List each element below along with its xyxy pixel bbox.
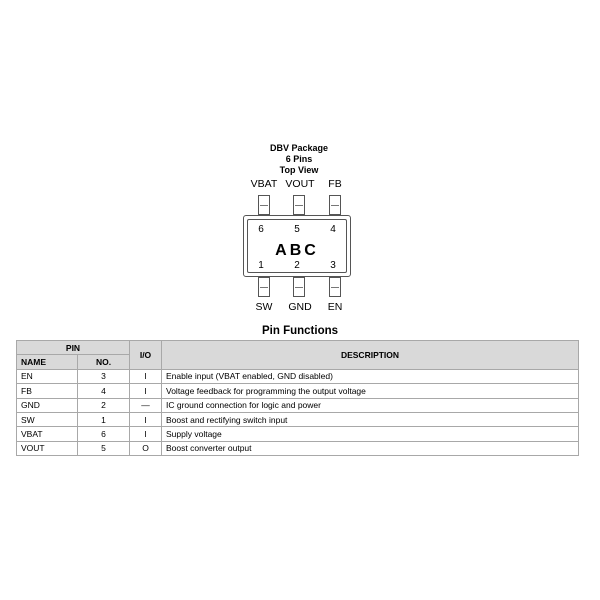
chip-inner-outline: 6 5 4 ABC 1 2 3	[247, 219, 347, 273]
cell-name: FB	[16, 383, 78, 399]
cell-description: Boost and rectifying switch input	[161, 411, 579, 428]
package-type: DBV Package	[269, 143, 329, 153]
cell-name: EN	[16, 368, 78, 385]
table-row: VOUT 5 O Boost converter output	[16, 440, 579, 457]
cell-no: 5	[77, 440, 130, 457]
cell-io: —	[129, 397, 162, 413]
cell-description: IC ground connection for logic and power	[161, 397, 579, 413]
cell-io: I	[129, 426, 162, 442]
cell-no: 4	[77, 383, 130, 399]
cell-io: I	[129, 383, 162, 399]
pin-lead-4	[329, 195, 341, 215]
header-pin: PIN	[16, 339, 130, 356]
cell-description: Enable input (VBAT enabled, GND disabled…	[161, 368, 579, 385]
cell-description: Supply voltage	[161, 426, 579, 442]
pin-number-3: 3	[330, 260, 336, 271]
pin-label-en: EN	[327, 301, 343, 313]
cell-io: I	[129, 411, 162, 428]
pin-label-gnd: GND	[288, 301, 312, 313]
cell-name: SW	[16, 411, 78, 428]
pin-number-2: 2	[294, 260, 300, 271]
cell-no: 6	[77, 426, 130, 442]
table-row: GND 2 — IC ground connection for logic a…	[16, 397, 579, 413]
table-title: Pin Functions	[261, 325, 339, 337]
header-io: I/O	[129, 340, 162, 370]
cell-name: VOUT	[16, 440, 78, 457]
cell-description: Voltage feedback for programming the out…	[161, 383, 579, 399]
pin-lead-5	[293, 195, 305, 215]
pin-number-6: 6	[258, 224, 264, 235]
cell-no: 3	[77, 368, 130, 385]
chip-marking: ABC	[275, 242, 319, 259]
cell-io: I	[129, 368, 162, 385]
header-no: NO.	[77, 354, 130, 370]
cell-no: 2	[77, 397, 130, 413]
pin-label-vbat: VBAT	[250, 178, 278, 190]
pin-label-sw: SW	[255, 301, 273, 313]
pin-number-1: 1	[258, 260, 264, 271]
chip-body: 6 5 4 ABC 1 2 3	[243, 215, 351, 277]
pin-lead-2	[293, 277, 305, 297]
cell-name: VBAT	[16, 426, 78, 442]
header-description: DESCRIPTION	[161, 340, 579, 370]
header-name: NAME	[16, 354, 78, 370]
pin-lead-6	[258, 195, 270, 215]
table-header-row: PIN I/O DESCRIPTION	[16, 339, 579, 370]
package-caption: DBV Package 6 Pins Top View	[222, 143, 376, 176]
table-row: EN 3 I Enable input (VBAT enabled, GND d…	[16, 368, 579, 385]
pin-number-4: 4	[330, 224, 336, 235]
pin-label-fb: FB	[328, 178, 342, 190]
cell-no: 1	[77, 411, 130, 428]
cell-io: O	[129, 440, 162, 457]
pin-lead-1	[258, 277, 270, 297]
pin-label-vout: VOUT	[285, 178, 315, 190]
package-pin-count: 6 Pins	[285, 154, 313, 164]
pin-lead-3	[329, 277, 341, 297]
pin-functions-table: PIN I/O DESCRIPTION NAME NO. EN 3 I Enab…	[16, 339, 579, 457]
table-row: VBAT 6 I Supply voltage	[16, 426, 579, 442]
table-subheader-row: NAME NO.	[16, 354, 579, 370]
cell-description: Boost converter output	[161, 440, 579, 457]
cell-name: GND	[16, 397, 78, 413]
table-row: SW 1 I Boost and rectifying switch input	[16, 411, 579, 428]
package-view: Top View	[279, 165, 319, 175]
table-row: FB 4 I Voltage feedback for programming …	[16, 383, 579, 399]
pin-number-5: 5	[294, 224, 300, 235]
